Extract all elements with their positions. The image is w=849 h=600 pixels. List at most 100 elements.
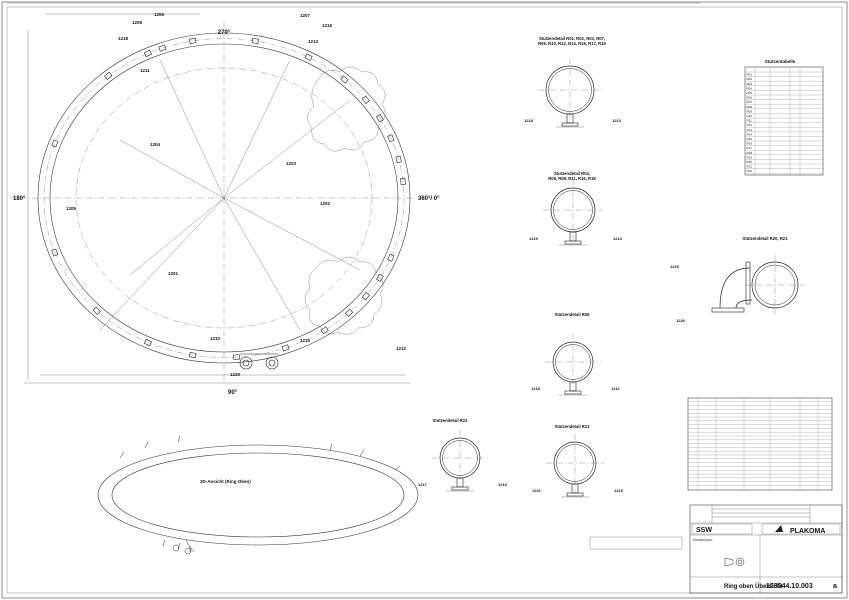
table-row: R03 bbox=[747, 82, 753, 86]
table-row: R06 bbox=[747, 96, 753, 100]
pos-label: 1213 bbox=[612, 118, 622, 123]
table-row: R15 bbox=[747, 137, 753, 141]
pos-label: 1218 bbox=[118, 36, 129, 41]
detail-title: Stutzendetail R01, R02, R03, R07, bbox=[539, 36, 605, 41]
flange-marker bbox=[233, 354, 241, 360]
pos-label: 1202 bbox=[320, 201, 331, 206]
pos-label: 1211 bbox=[140, 68, 150, 73]
pos-label: 1218 bbox=[524, 118, 534, 123]
pos-label: 1215 bbox=[300, 338, 311, 343]
detail-title: Stutzendetail R22 bbox=[433, 418, 469, 423]
pos-label: 1213 bbox=[613, 236, 623, 241]
customer-label: Kunden-pos: bbox=[693, 538, 713, 542]
table-row: R13 bbox=[747, 128, 753, 132]
pos-label: 1217 bbox=[418, 482, 428, 487]
parts-list bbox=[687, 397, 833, 491]
nozzle-details: Stutzendetail R01, R02, R03, R07,R09, R1… bbox=[418, 36, 805, 498]
table-row: R18 bbox=[747, 151, 753, 155]
pos-label: 1207 bbox=[300, 13, 311, 18]
detail-title: Stutzendetail R04, bbox=[554, 171, 590, 176]
pos-label: 1204 bbox=[150, 142, 161, 147]
flange-marker bbox=[158, 44, 167, 52]
pos-label: 1208 bbox=[132, 20, 143, 25]
pos-label: 1220 bbox=[676, 318, 686, 323]
drawing-title: Ring oben Übersicht bbox=[724, 583, 783, 590]
table-row: R14 bbox=[747, 132, 753, 136]
pos-label: 1214 bbox=[498, 482, 508, 487]
table-row: R08 bbox=[747, 105, 753, 109]
detail-title: R09, R10, R12, R14, R16, R17, R19 bbox=[538, 41, 606, 46]
pos-label: 1211 bbox=[611, 386, 620, 391]
pos-label: 1219 bbox=[529, 236, 539, 241]
table-row: R22 bbox=[747, 169, 753, 173]
table-row: R17 bbox=[747, 146, 753, 150]
table-row: R11 bbox=[747, 119, 753, 123]
flange-marker bbox=[281, 344, 290, 352]
isometric-title: 3D-Ansicht (Ring Oben) bbox=[200, 479, 251, 484]
flange-marker bbox=[51, 139, 59, 148]
pos-label: 1203 bbox=[286, 161, 297, 166]
flange-marker bbox=[251, 37, 259, 44]
title-block: SSW PLAKOMA Kunden-pos: Ring oben Übersi… bbox=[689, 504, 843, 594]
angle-label-bottom: 90° bbox=[228, 390, 238, 396]
nozzle-markers bbox=[51, 37, 406, 360]
flange-marker bbox=[387, 253, 395, 262]
angle-label-left: 180° bbox=[13, 196, 26, 202]
flange-marker bbox=[304, 53, 313, 61]
detail-title: Stutzendetail R20, R21 bbox=[743, 236, 789, 241]
pos-label: 1206 bbox=[154, 12, 165, 17]
note-box bbox=[589, 536, 683, 550]
angle-label-right: 360°/ 0° bbox=[418, 196, 440, 202]
nozzle-detail-elbow: Stutzendetail R20, R21 1219 1220 bbox=[670, 236, 805, 323]
pos-label: 1210 bbox=[210, 336, 221, 341]
flange-marker bbox=[92, 306, 101, 315]
pos-label: 1221 bbox=[532, 488, 542, 493]
company-logo: SSW bbox=[696, 527, 712, 534]
nozzle-detail: Stutzendetail R01, R02, R03, R07,R09, R1… bbox=[524, 36, 622, 128]
flange-marker bbox=[361, 292, 370, 301]
nozzle-detail: Stutzendetail R06 1218 1211 bbox=[531, 312, 620, 396]
pos-label: 1215 bbox=[614, 488, 624, 493]
detail-title: Stutzendetail R06 bbox=[555, 312, 591, 317]
angle-label-top: 270° bbox=[218, 30, 231, 36]
flange-marker bbox=[189, 352, 197, 359]
pos-label: 1219 bbox=[670, 264, 680, 269]
flange-marker bbox=[143, 338, 152, 347]
table-row: R01 bbox=[747, 73, 753, 77]
pos-label: 1212 bbox=[396, 346, 407, 351]
table-row: R02 bbox=[747, 77, 753, 81]
revision: a bbox=[833, 583, 837, 590]
ring-plan-view: 270° 180° 360°/ 0° 90° 1206 1208 1207 12… bbox=[10, 12, 440, 396]
flange-marker bbox=[376, 114, 384, 123]
flange-marker bbox=[340, 75, 349, 84]
flange-marker bbox=[51, 248, 59, 257]
isometric-ring-view: 3D-Ansicht (Ring Oben) bbox=[97, 435, 419, 555]
nozzle-detail: Stutzendetail R04,R05, R08, R11, R15, R1… bbox=[529, 171, 623, 246]
table-row: R21 bbox=[747, 165, 753, 169]
pos-label: 1213 bbox=[308, 39, 319, 44]
table-row: R10 bbox=[747, 114, 753, 118]
detail-title: Stutzendetail R13 bbox=[555, 424, 591, 429]
table-row: R04 bbox=[747, 86, 753, 90]
flange-marker bbox=[344, 308, 354, 317]
pos-label: 1216 bbox=[322, 23, 333, 28]
flange-marker bbox=[395, 155, 402, 164]
nozzle-detail: Stutzendetail R13 1221 1215 bbox=[532, 424, 624, 498]
nozzle-table-title: Stutzentabelle bbox=[765, 59, 796, 64]
detail-title: R05, R08, R11, R15, R18 bbox=[548, 176, 596, 181]
flange-marker bbox=[387, 134, 395, 143]
flange-marker bbox=[361, 95, 370, 104]
flange-marker bbox=[104, 71, 113, 80]
flange-marker bbox=[189, 37, 197, 44]
table-row: R16 bbox=[747, 142, 753, 146]
table-row: R20 bbox=[747, 160, 753, 164]
table-row: R05 bbox=[747, 91, 753, 95]
flange-marker bbox=[376, 273, 384, 282]
pos-label: 1218 bbox=[531, 386, 541, 391]
drawing-number: 153544.10.003 bbox=[766, 583, 813, 590]
nozzle-table: Stutzentabelle R01R02R03R04R05R06R07R08R… bbox=[744, 59, 824, 176]
table-row: R09 bbox=[747, 109, 753, 113]
table-row: R19 bbox=[747, 155, 753, 159]
